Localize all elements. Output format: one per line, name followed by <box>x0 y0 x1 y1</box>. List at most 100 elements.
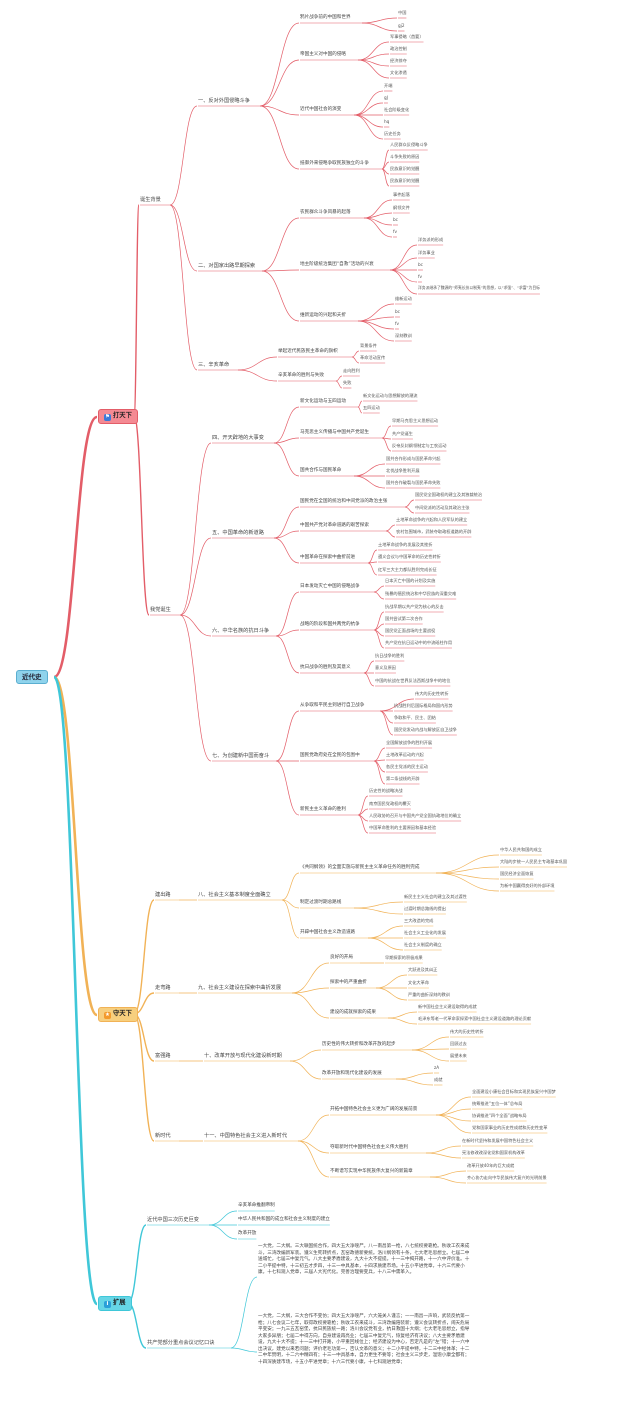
topic-node[interactable]: 伟大的历史性转折 <box>450 1029 484 1034</box>
topic-node[interactable]: 宪法修改改深化党和国家机构改革 <box>462 1150 525 1155</box>
topic-node[interactable]: 民族意识的觉醒 <box>390 178 419 183</box>
topic-node[interactable]: zA <box>434 1065 439 1070</box>
topic-node[interactable]: 近代中国三次历史巨变 <box>147 1217 199 1224</box>
topic-node[interactable]: 建设的成就探索的成果 <box>330 1010 376 1016</box>
topic-node[interactable]: 共产党诞生 <box>392 431 413 436</box>
topic-node[interactable]: fv <box>395 321 399 326</box>
topic-node[interactable]: 开端 <box>384 83 392 88</box>
topic-node[interactable]: 探索中的严重曲折 <box>330 980 367 986</box>
topic-node[interactable]: 人民群众反侵略斗争 <box>390 142 428 147</box>
topic-node[interactable]: 一、反对外国侵略斗争 <box>198 98 250 105</box>
topic-node[interactable]: 深刻教训 <box>395 333 412 338</box>
topic-node[interactable]: 中华人民共和国的成立和社会主义制度的建立 <box>238 1217 330 1223</box>
topic-node[interactable]: 南京国民党政权的覆灭 <box>369 801 411 806</box>
topic-node[interactable]: 国民党正面战场的主要战役 <box>385 628 435 633</box>
topic-node[interactable]: 国民党全国政权的建立及其独裁统治 <box>415 492 482 497</box>
topic-node[interactable]: 三大改造的完成 <box>404 918 433 923</box>
topic-node[interactable]: 维新运动 <box>395 296 412 301</box>
topic-node[interactable]: 近代中国社会的演变 <box>300 107 341 113</box>
topic-node[interactable]: 斗争失败的原因 <box>390 154 419 159</box>
topic-node[interactable]: 红军三大主力都队胜利完成长征 <box>378 567 437 572</box>
topic-node[interactable]: 经济掠夺 <box>390 58 407 63</box>
topic-node[interactable]: 全国解放战争的胜利开展 <box>386 740 432 745</box>
topic-node[interactable]: 中国 <box>398 10 406 15</box>
topic-node[interactable]: 富强路 <box>155 1053 171 1060</box>
topic-node[interactable]: 二、对国家出路早期探索 <box>198 263 255 270</box>
topic-node[interactable]: fv <box>418 274 422 279</box>
topic-node[interactable]: 七、为创建新中国而奋斗 <box>212 753 269 760</box>
topic-node[interactable]: 四、开天辟地的大事变 <box>212 435 264 442</box>
topic-node[interactable]: bc <box>395 309 400 314</box>
topic-node[interactable]: 洋务派的形成 <box>418 237 443 242</box>
topic-node[interactable]: 北伐战争胜利开展 <box>386 468 420 473</box>
topic-node[interactable]: 我党诞生 <box>150 607 171 614</box>
topic-node[interactable]: 国民党在全国的统治和中间党派的政治主张 <box>300 499 387 505</box>
topic-node[interactable]: 开辟中国社会主义改造道路 <box>300 930 355 936</box>
topic-node[interactable]: 在新时代坚持和发展中国特色社会主义 <box>462 1138 533 1143</box>
topic-node[interactable]: 回顾过去 <box>450 1041 467 1046</box>
topic-node[interactable]: 土地革命战争的兴起和人民军队的建立 <box>396 517 467 522</box>
topic-node[interactable]: 协调推进“四个全面”战略布局 <box>472 1113 527 1118</box>
topic-node[interactable]: 历史性的战略决战 <box>369 788 403 793</box>
topic-node[interactable]: 抗战胜利后国际格局和国内形势 <box>394 703 453 708</box>
topic-node[interactable]: 国共合作破裂与国民革命失败 <box>386 480 440 485</box>
topic-node[interactable]: 开拓中国特色社会主义更为广阔的发展前景 <box>330 1107 417 1113</box>
topic-node[interactable]: 日本发动灭亡中国的侵略战争 <box>300 584 360 590</box>
topic-node[interactable]: 辛亥革命推翻帝制 <box>238 1203 275 1209</box>
topic-node[interactable]: 党和国家事业的历史性成就和历史性变革 <box>472 1125 547 1130</box>
topic-node[interactable]: 抗日战争的胜利 <box>375 653 404 658</box>
topic-node[interactable]: 举起近代民族民主革命的旗帜 <box>278 349 338 355</box>
topic-node[interactable]: 事件起落 <box>393 192 410 197</box>
topic-node[interactable]: 齐心协力走向中华民族伟大复兴的光明前景 <box>467 1175 547 1180</box>
topic-node[interactable]: 洋务派继承了魏源的“师夷长技以制夷”的思想，以“求强”、“求富”为目标 <box>418 285 540 291</box>
topic-node[interactable]: 帝国主义对中国的侵略 <box>300 52 346 58</box>
topic-node[interactable]: 早期探索的积极成果 <box>385 955 423 960</box>
topic-node[interactable]: 争取和平、民主、团结 <box>394 715 436 720</box>
topic-node[interactable]: bc <box>418 262 423 267</box>
topic-node[interactable]: 新时代 <box>155 1133 171 1140</box>
topic-node[interactable]: 五四运动 <box>363 405 380 410</box>
topic-node[interactable]: 五、中国革命的新道路 <box>212 530 264 537</box>
topic-node[interactable]: 人民政协的召开与中国共产党全国执政地位的确立 <box>369 813 461 818</box>
topic-node[interactable]: 抗日战争的胜利及其意义 <box>300 665 351 671</box>
topic-node[interactable]: 历史任务 <box>384 131 401 136</box>
topic-node[interactable]: 十、改革开放与现代化建设新时期 <box>204 1053 282 1060</box>
topic-node[interactable]: 维新运动的兴起和夭折 <box>300 313 346 319</box>
topic-node[interactable]: 改革开放40年的巨大成就 <box>467 1163 514 1168</box>
topic-node[interactable]: 九、社会主义建设在探索中曲折发展 <box>198 985 281 992</box>
topic-node[interactable]: 文化大革命 <box>408 980 429 985</box>
topic-node[interactable]: 文化渗透 <box>390 70 407 75</box>
topic-node[interactable]: gJ <box>384 95 388 100</box>
topic-node[interactable]: 新民主主义革命的胜利 <box>300 807 346 813</box>
topic-node[interactable]: 社会主义工业化的发展 <box>404 930 446 935</box>
topic-node[interactable]: 夺取新时代中国特色社会主义伟大胜利 <box>330 1145 408 1151</box>
topic-node[interactable]: 从争取和平民主到进行自卫战争 <box>300 703 364 709</box>
topic-node[interactable]: fv <box>393 229 397 234</box>
mnemonic-paragraph[interactable]: 一大党，二大纲，三大合作不变仿；四大五大净嗖尸，六大笼关人谨言；一一南昌一声响，… <box>258 1314 472 1366</box>
topic-node[interactable]: hq <box>384 119 389 124</box>
topic-node[interactable]: 纲领文件 <box>393 205 410 210</box>
topic-node[interactable]: 马克思主义传播与中国共产党诞生 <box>300 430 369 436</box>
topic-node[interactable]: 统筹推进“五位一体”总布局 <box>472 1101 522 1106</box>
topic-node[interactable]: 国民党发动内战与解放区自卫战争 <box>394 727 457 732</box>
topic-node[interactable]: 国民党政府处在全民的包围中 <box>300 753 360 759</box>
root-node[interactable]: 近代史 <box>16 670 48 685</box>
topic-node[interactable]: 制定过渡时期总路线 <box>300 900 341 906</box>
topic-node[interactable]: 毛泽东等老一代革命家探索中国社会主义建设道路的理论贡献 <box>418 1016 531 1021</box>
topic-node[interactable]: 战略的阶段和国共两党的抗争 <box>300 622 360 628</box>
topic-node[interactable]: 日本灭亡中国的计划及实施 <box>385 578 435 583</box>
topic-node[interactable]: 抵御外来侵略争取民族独立的斗争 <box>300 161 369 167</box>
topic-node[interactable]: 国共尝试第二次合作 <box>385 616 423 621</box>
topic-node[interactable]: 过渡时期总路线的提出 <box>404 906 446 911</box>
topic-node[interactable]: 土地改革运动的兴起 <box>386 752 424 757</box>
topic-node[interactable]: 军事侵略（首要） <box>390 34 424 39</box>
topic-node[interactable]: 遵义会议与中国革命的历史性转折 <box>378 554 441 559</box>
topic-node[interactable]: 新文化运动与五四运动 <box>300 399 346 405</box>
topic-node[interactable]: 共产党在抗日运动中的中流砥柱作用 <box>385 640 452 645</box>
topic-node[interactable]: 良好的开局 <box>330 955 353 961</box>
topic-node[interactable]: 《共同纲领》的全面实施与新民主主义革命任务的胜利完成 <box>300 865 419 871</box>
branch-node[interactable]: ★守天下 <box>98 1007 138 1022</box>
topic-node[interactable]: 历史性的伟大转折和改革开放的起步 <box>322 1042 396 1048</box>
topic-node[interactable]: 中国革命在探索中曲折前进 <box>300 555 355 561</box>
topic-node[interactable]: 走弯路 <box>155 985 171 992</box>
